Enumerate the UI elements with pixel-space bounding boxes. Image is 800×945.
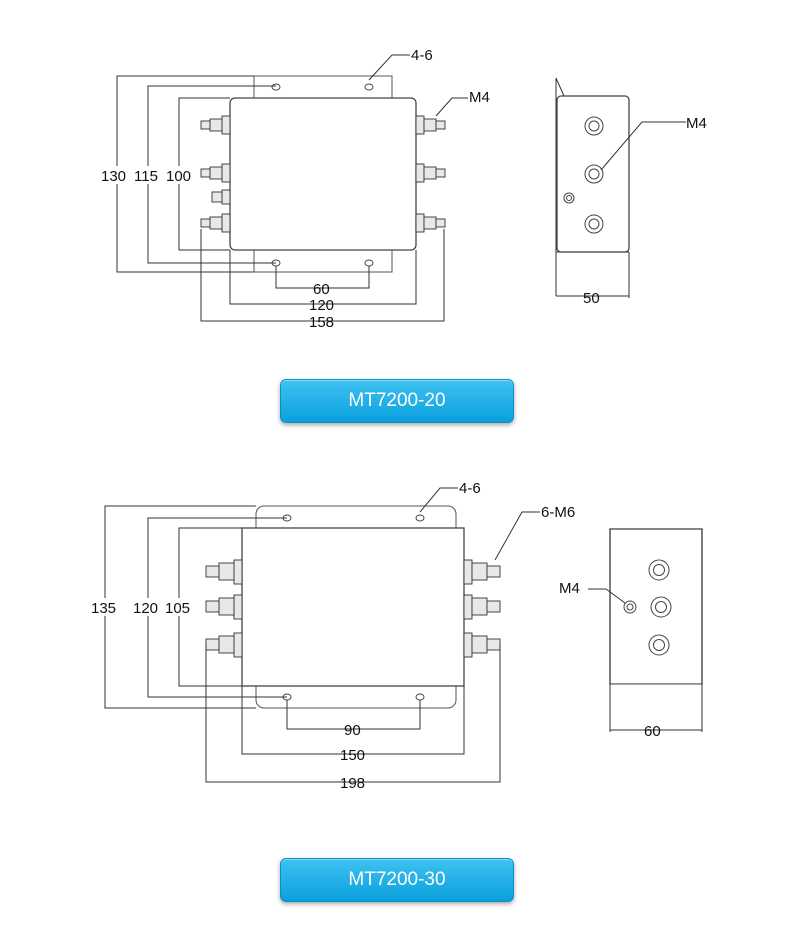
terminal-right-top	[415, 115, 446, 135]
callout-terminal	[435, 97, 468, 117]
dim-135: 135	[91, 600, 116, 617]
dim-line-150	[241, 686, 465, 755]
dim-130: 130	[101, 168, 126, 185]
terminal-right-bottom	[463, 632, 501, 658]
mount-hole	[415, 693, 425, 701]
terminal-right-bottom	[415, 213, 446, 233]
terminal-label: 6-M6	[541, 504, 575, 521]
holes-label: 4-6	[411, 47, 433, 64]
dim-158: 158	[309, 314, 334, 331]
dim-100: 100	[166, 168, 191, 185]
depth-dim: 60	[644, 723, 661, 740]
terminal-label: M4	[469, 89, 490, 106]
mount-hole	[364, 259, 374, 267]
dim-115: 115	[134, 168, 158, 185]
dim-line-158	[200, 229, 445, 322]
side-view: M4 60	[559, 528, 703, 740]
side-view: M4 50	[555, 77, 707, 307]
filter-body	[229, 97, 417, 251]
terminal-left-mid	[205, 594, 243, 620]
terminal-right-mid	[463, 594, 501, 620]
filter-body	[241, 527, 465, 687]
terminal-left-top	[205, 559, 243, 585]
dim-60: 60	[313, 281, 330, 298]
terminal-left-ground	[211, 189, 231, 205]
side-screw-label: M4	[686, 115, 707, 132]
holes-label: 4-6	[459, 480, 481, 497]
callout-terminal	[494, 511, 540, 561]
terminal-left-top	[200, 115, 231, 135]
terminal-left-mid	[200, 163, 231, 183]
callout-holes	[419, 487, 458, 513]
dim-120: 120	[133, 600, 158, 617]
terminal-right-mid	[415, 163, 446, 183]
drawing-mt7200-30: 135 120 105 90 150 198 4-6 6-M6 M4 60	[90, 480, 703, 792]
dim-line-198	[205, 645, 501, 783]
dim-120: 120	[309, 297, 334, 314]
side-screw-label: M4	[559, 580, 580, 597]
model-label-mt7200-30: MT7200-30	[280, 858, 514, 902]
model-label-mt7200-20: MT7200-20	[280, 379, 514, 423]
dim-line-60	[275, 266, 370, 289]
dim-90: 90	[344, 722, 361, 739]
mount-hole	[415, 514, 425, 522]
terminal-right-top	[463, 559, 501, 585]
dim-198: 198	[340, 775, 365, 792]
dim-line-90	[286, 700, 421, 730]
mount-hole	[364, 83, 374, 91]
terminal-left-bottom	[205, 632, 243, 658]
callout-holes	[368, 54, 410, 81]
terminal-left-bottom	[200, 213, 231, 233]
dim-150: 150	[340, 747, 365, 764]
depth-dim: 50	[583, 290, 600, 307]
dim-line-120	[229, 250, 417, 305]
drawing-mt7200-20: 130 115 100 60 120 158 4-6 M4 M4 50	[100, 47, 707, 331]
mount-hole	[271, 83, 281, 91]
dim-105: 105	[165, 600, 190, 617]
